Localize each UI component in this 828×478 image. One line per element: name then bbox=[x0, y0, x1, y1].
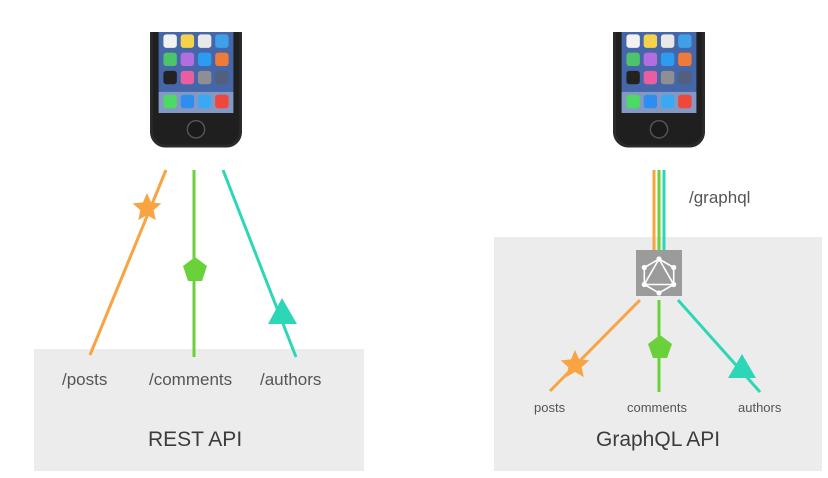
graphql-logo-icon bbox=[636, 250, 682, 296]
rest-api-title: REST API bbox=[148, 428, 243, 451]
rest-posts-line bbox=[88, 169, 168, 356]
graphql-request bbox=[548, 170, 762, 393]
rest-client-phone bbox=[150, 32, 242, 148]
graphql-endpoint: /graphql bbox=[689, 188, 751, 207]
rest-authors-line bbox=[221, 169, 298, 358]
pentagon-icon bbox=[648, 335, 672, 358]
star-icon bbox=[132, 193, 162, 221]
pentagon-icon bbox=[183, 257, 207, 281]
rest-endpoint-posts: /posts bbox=[62, 370, 108, 389]
rest-server-box bbox=[34, 349, 364, 471]
graphql-field-comments: comments bbox=[627, 400, 687, 415]
graphql-api-title: GraphQL API bbox=[596, 428, 721, 451]
graphql-posts-line bbox=[548, 298, 642, 393]
triangle-icon bbox=[728, 354, 756, 378]
graphql-field-authors: authors bbox=[738, 400, 782, 415]
rest-endpoint-comments: /comments bbox=[149, 370, 233, 389]
graphql-field-posts: posts bbox=[534, 400, 566, 415]
rest-endpoint-authors: /authors bbox=[260, 370, 322, 389]
graphql-client-phone bbox=[613, 32, 705, 148]
triangle-icon bbox=[268, 298, 297, 324]
star-icon bbox=[560, 350, 590, 378]
rest-requests bbox=[88, 169, 298, 358]
